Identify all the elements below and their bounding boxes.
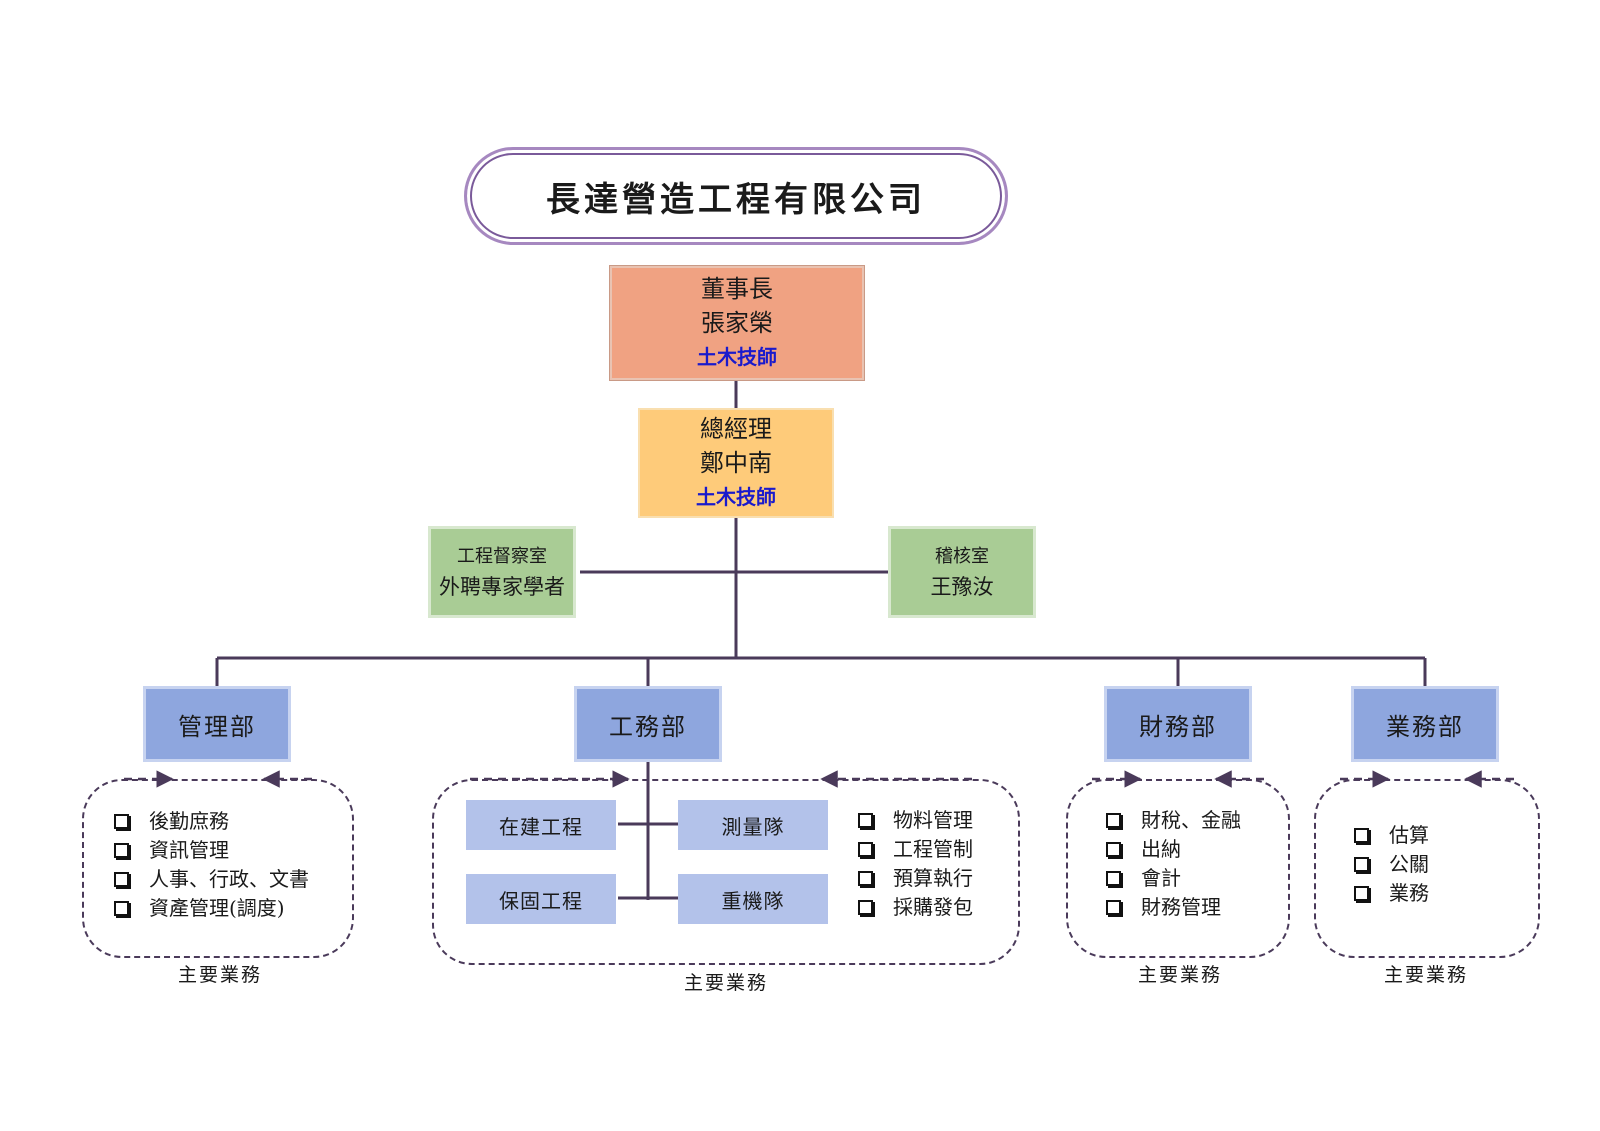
supervision-office-box: 工程督察室 外聘專家學者 (428, 526, 576, 618)
list-item: 工程管制 (858, 835, 973, 864)
checkbox-icon (858, 842, 873, 857)
checkbox-icon (114, 843, 129, 858)
checkbox-icon (1106, 813, 1121, 828)
list-item: 資產管理(調度) (114, 894, 309, 923)
management-duties-label: 主要業務 (177, 964, 262, 986)
dept-engineering: 工務部 (574, 686, 722, 762)
dept-finance: 財務部 (1104, 686, 1252, 762)
dept-business: 業務部 (1351, 686, 1499, 762)
checkbox-icon (1106, 871, 1121, 886)
supervision-office-title: 工程督察室 (457, 546, 547, 567)
finance-duties-label: 主要業務 (1137, 964, 1222, 986)
checkbox-icon (1354, 857, 1369, 872)
management-duties-group (82, 779, 354, 958)
audit-office-member: 王豫汝 (930, 575, 994, 599)
dept-finance-label: 財務部 (1139, 712, 1217, 741)
business-duties-label: 主要業務 (1383, 964, 1468, 986)
team-warranty: 保固工程 (466, 874, 616, 924)
checkbox-icon (858, 900, 873, 915)
checkbox-icon (1106, 842, 1121, 857)
supervision-office-member: 外聘專家學者 (439, 575, 565, 599)
list-item: 採購發包 (858, 893, 973, 922)
finance-duties-list: 財稅、金融 出納 會計 財務管理 (1106, 806, 1241, 922)
list-item: 公關 (1354, 850, 1429, 879)
list-item: 人事、行政、文書 (114, 865, 309, 894)
checkbox-icon (114, 901, 129, 916)
team-under-construction: 在建工程 (466, 800, 616, 850)
team-heavy-machinery: 重機隊 (678, 874, 828, 924)
list-item: 預算執行 (858, 864, 973, 893)
list-item: 物料管理 (858, 806, 973, 835)
dept-business-label: 業務部 (1386, 712, 1464, 741)
checkbox-icon (114, 814, 129, 829)
team-survey: 測量隊 (678, 800, 828, 850)
gm-title: 總經理 (700, 415, 772, 443)
audit-office-box: 稽核室 王豫汝 (888, 526, 1036, 618)
list-item: 財稅、金融 (1106, 806, 1241, 835)
list-item: 估算 (1354, 821, 1429, 850)
engineering-duties-group (432, 779, 1020, 965)
list-item: 後勤庶務 (114, 807, 309, 836)
business-duties-group (1314, 779, 1540, 958)
chairman-name: 張家榮 (701, 309, 773, 337)
dept-management-label: 管理部 (178, 712, 256, 741)
management-duties-list: 後勤庶務 資訊管理 人事、行政、文書 資產管理(調度) (114, 807, 309, 923)
finance-duties-group (1066, 779, 1290, 958)
list-item: 業務 (1354, 879, 1429, 908)
chairman-credential: 土木技師 (697, 345, 777, 369)
engineering-duties-list: 物料管理 工程管制 預算執行 採購發包 (858, 806, 973, 922)
gm-credential: 土木技師 (696, 485, 776, 509)
company-name: 長達營造工程有限公司 (546, 179, 926, 220)
list-item: 會計 (1106, 864, 1241, 893)
checkbox-icon (1106, 900, 1121, 915)
audit-office-title: 稽核室 (935, 546, 989, 567)
checkbox-icon (858, 871, 873, 886)
chairman-title: 董事長 (701, 275, 773, 303)
gm-name: 鄭中南 (700, 449, 772, 477)
general-manager-box: 總經理 鄭中南 土木技師 (638, 408, 834, 518)
checkbox-icon (114, 872, 129, 887)
list-item: 財務管理 (1106, 893, 1241, 922)
list-item: 資訊管理 (114, 836, 309, 865)
engineering-duties-label: 主要業務 (683, 972, 768, 994)
list-item: 出納 (1106, 835, 1241, 864)
company-title: 長達營造工程有限公司 (464, 147, 1008, 245)
checkbox-icon (1354, 886, 1369, 901)
business-duties-list: 估算 公關 業務 (1354, 821, 1429, 908)
chairman-box: 董事長 張家榮 土木技師 (609, 265, 865, 381)
checkbox-icon (1354, 828, 1369, 843)
checkbox-icon (858, 813, 873, 828)
dept-management: 管理部 (143, 686, 291, 762)
dept-engineering-label: 工務部 (609, 712, 687, 741)
